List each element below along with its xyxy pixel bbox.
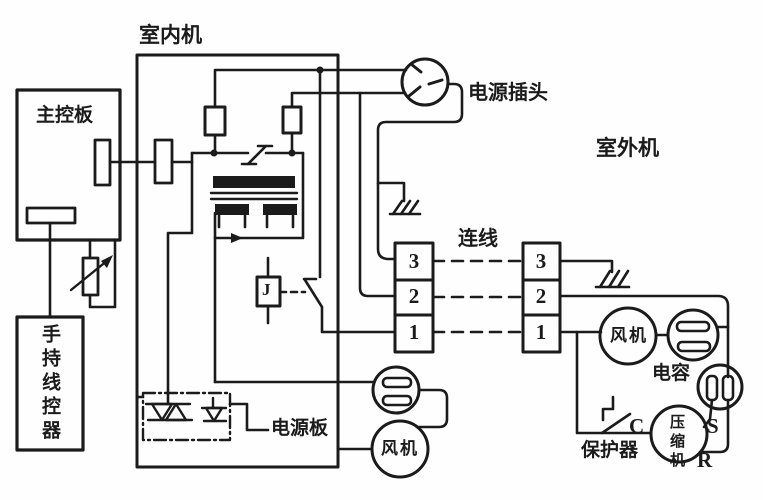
terminal-s-label: S <box>707 414 719 438</box>
handheld-controller-label: 手持线控器 <box>38 324 60 444</box>
outdoor-unit-label: 室外机 <box>596 136 659 160</box>
main-control-board-box <box>15 88 194 242</box>
capacitor-icon-outdoor-start <box>696 363 744 411</box>
transformer-icon <box>166 144 305 406</box>
power-board-label: 电源板 <box>271 418 329 439</box>
relay-icon <box>255 256 307 325</box>
switch-icon <box>302 277 397 334</box>
fuse-icons <box>203 105 303 155</box>
protector-icon <box>600 395 632 435</box>
handheld-controller-box <box>15 221 85 452</box>
terminal-c-label: C <box>629 414 645 438</box>
power-plug-label: 电源插头 <box>468 82 548 104</box>
terminal-outdoor-3: 3 <box>535 249 547 273</box>
protector-label: 保护器 <box>581 440 639 461</box>
ground-icon-plug <box>388 199 422 216</box>
capacitor-icon-outdoor-run <box>666 308 720 362</box>
relay-label: J <box>262 280 271 299</box>
terminal-block-outdoor <box>521 241 562 354</box>
indoor-fan-wires <box>213 380 449 451</box>
capacitor-icon-indoor <box>371 365 421 415</box>
compressor-icon <box>649 404 709 464</box>
terminal-outdoor-2: 2 <box>535 284 547 308</box>
indoor-unit-box <box>135 53 340 469</box>
compressor-label: 压缩机 <box>669 415 689 469</box>
fan-outdoor-label: 风机 <box>610 326 648 345</box>
terminal-r-label: R <box>697 448 713 472</box>
capacitor-label: 电容 <box>652 363 691 384</box>
terminal-indoor-2: 2 <box>408 284 420 308</box>
mains-wires <box>213 66 464 298</box>
triac-box <box>135 391 270 442</box>
indoor-unit-label: 室内机 <box>139 23 202 47</box>
ground-icon-outdoor <box>594 269 631 289</box>
connection-wire-label: 连线 <box>458 228 498 250</box>
fan-icon-outdoor <box>598 306 658 366</box>
terminal-indoor-3: 3 <box>408 249 420 273</box>
connection-dashes <box>431 259 525 334</box>
terminal-outdoor-1: 1 <box>535 320 547 344</box>
power-plug-icon <box>400 57 450 107</box>
main-control-board-label: 主控板 <box>36 105 94 126</box>
thermistor-icon <box>69 238 117 309</box>
terminal-indoor-1: 1 <box>408 320 420 344</box>
fan-indoor-label: 风机 <box>381 439 419 458</box>
